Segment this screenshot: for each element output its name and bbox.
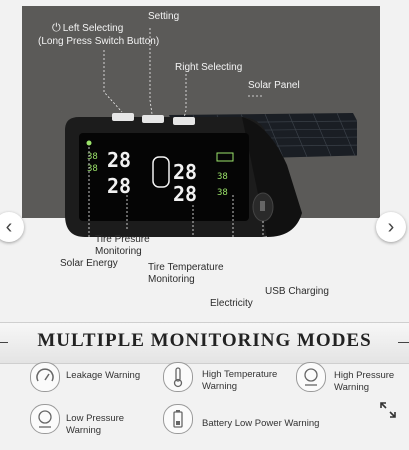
banner-rule-right xyxy=(398,342,409,343)
high-temperature-line2: Warning xyxy=(202,380,238,392)
previous-image-button[interactable]: ‹ xyxy=(0,212,24,242)
modes-banner: MULTIPLE MONITORING MODES xyxy=(0,322,409,364)
setting-button[interactable] xyxy=(142,115,164,123)
leakage-warning-label: Leakage Warning xyxy=(66,370,141,381)
lcd-front-right-value: 28 xyxy=(173,160,197,184)
lcd-screen xyxy=(79,133,249,221)
high-temperature-line1: High Temperature xyxy=(202,369,278,380)
chevron-right-icon: › xyxy=(387,216,395,238)
tire-pressure-label: Tire Presure xyxy=(95,234,150,245)
usb-port xyxy=(260,201,265,211)
banner-rule-left xyxy=(0,342,8,343)
left-selecting-button[interactable] xyxy=(112,113,134,121)
lcd-right-temp-bottom: 38 xyxy=(217,188,228,198)
high-pressure-gauge-icon xyxy=(296,362,326,392)
right-selecting-button[interactable] xyxy=(173,117,195,125)
high-pressure-line2: Warning xyxy=(334,381,370,393)
usb-charging-label: USB Charging xyxy=(265,286,329,297)
lcd-rear-right-value: 28 xyxy=(173,182,197,206)
lcd-front-left-value: 28 xyxy=(107,148,131,172)
solar-panel-label: Solar Panel xyxy=(248,80,300,91)
right-selecting-label: Right Selecting xyxy=(175,62,243,73)
top-callout-lines xyxy=(103,28,262,119)
next-image-button[interactable]: › xyxy=(376,212,406,242)
low-pressure-gauge-icon xyxy=(30,404,60,434)
electricity-label: Electricity xyxy=(210,298,253,309)
tire-temperature-sublabel: Monitoring xyxy=(148,274,195,285)
lcd-left-pressure-top: 38 xyxy=(87,152,98,162)
power-icon: ⏻ xyxy=(52,22,61,34)
setting-label: Setting xyxy=(148,11,180,22)
left-selecting-sublabel: (Long Press Switch Button) xyxy=(38,36,160,47)
expand-icon[interactable] xyxy=(380,402,396,418)
lcd-left-pressure-bottom: 38 xyxy=(87,164,98,174)
car-icon xyxy=(152,156,170,188)
low-pressure-line2: Warning xyxy=(66,424,102,436)
solar-energy-icon xyxy=(86,140,92,146)
high-pressure-line1: High Pressure xyxy=(334,370,395,381)
lcd-right-temp-top: 38 xyxy=(217,172,228,182)
thermometer-icon xyxy=(163,362,193,392)
tire-temperature-label: Tire Temperature xyxy=(148,262,224,273)
battery-indicator-icon xyxy=(216,152,234,162)
gauge-icon xyxy=(30,362,60,392)
tire-pressure-sublabel: Monitoring xyxy=(95,246,142,257)
callout-leader-lines xyxy=(88,147,264,265)
device-side xyxy=(242,117,302,237)
banner-title: MULTIPLE MONITORING MODES xyxy=(37,330,372,351)
left-selecting-label: ⏻Left Selecting xyxy=(52,22,123,35)
battery-low-power-label: Battery Low Power Warning xyxy=(202,418,320,429)
solar-energy-label: Solar Energy xyxy=(60,258,118,269)
chevron-left-icon: ‹ xyxy=(5,216,13,238)
left-selecting-text: Left Selecting xyxy=(62,23,124,34)
low-pressure-line1: Low Pressure xyxy=(66,413,125,424)
tpms-device-illustration: 38 38 28 28 28 28 38 38 xyxy=(65,112,357,265)
lcd-rear-left-value: 28 xyxy=(107,174,131,198)
battery-icon xyxy=(163,404,193,434)
